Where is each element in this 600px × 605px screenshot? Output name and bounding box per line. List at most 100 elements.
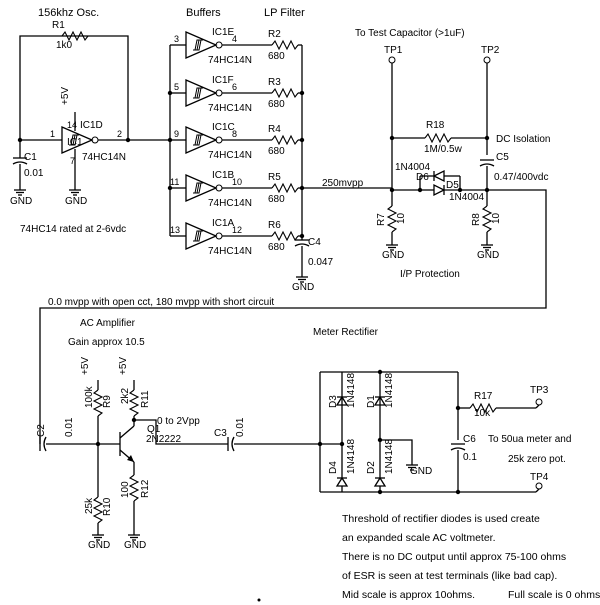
r12-value: 100 — [120, 481, 131, 498]
c5-ref: C5 — [496, 152, 509, 163]
ac-amplifier-title: AC Amplifier — [80, 318, 136, 329]
r1-ref: R1 — [52, 20, 65, 31]
c3-capacitor — [227, 436, 235, 452]
gnd-label: GND — [477, 250, 499, 261]
dc-isolation-label: DC Isolation — [496, 134, 550, 145]
pin-label: 10 — [232, 177, 242, 187]
meter-label: To 50ua meter and — [488, 434, 571, 445]
c2-value: 0.01 — [64, 417, 75, 437]
c6-ref: C6 — [463, 434, 476, 445]
pin-label: 6 — [232, 82, 237, 92]
r4-ref: R4 — [268, 124, 281, 135]
amplifier-section: AC Amplifier Gain approx 10.5 C2 0.01 +5… — [36, 318, 320, 551]
gnd-label: GND — [410, 466, 432, 477]
description-line: Full scale is 0 ohms — [508, 589, 600, 601]
d4-ref: D4 — [328, 461, 339, 474]
r8-resistor — [482, 205, 492, 233]
r9-resistor — [93, 389, 103, 417]
pin-label: 4 — [232, 34, 237, 44]
c4-capacitor — [294, 239, 310, 247]
description-line: an expanded scale AC voltmeter. — [342, 532, 496, 544]
d5-part: 1N4004 — [449, 192, 484, 203]
ic1b-ref: IC1B — [212, 170, 235, 181]
r17-value: 10k — [474, 408, 491, 419]
r12-resistor — [129, 474, 139, 502]
ic1d-ref: IC1D — [80, 120, 103, 131]
r7-resistor — [387, 205, 397, 233]
gnd-label: GND — [65, 196, 87, 207]
r3-resistor — [271, 88, 299, 98]
ic1f-ref: IC1F — [212, 75, 234, 86]
stray-dot — [257, 598, 261, 602]
gnd-symbol — [385, 239, 399, 251]
d2-diode — [374, 477, 386, 487]
c3-value: 0.01 — [235, 417, 246, 437]
c2-ref: C2 — [36, 424, 47, 437]
d5-diode — [433, 183, 446, 197]
d6-ref: D6 — [416, 172, 429, 183]
ip-protection-label: I/P Protection — [400, 269, 460, 280]
tp2-terminal[interactable] — [483, 56, 491, 64]
r9-ref: R9 — [102, 395, 113, 408]
d2-part: 1N4148 — [384, 439, 395, 474]
signal-level-label: 250mvpp — [322, 178, 364, 189]
open-short-note: 0.0 mvpp with open cct, 180 mvpp with sh… — [48, 297, 274, 308]
lp-filter-title: LP Filter — [264, 7, 305, 19]
description-line: Mid scale is approx 10ohms. — [342, 589, 475, 601]
ic1c-ref: IC1C — [212, 122, 235, 133]
r5-value: 680 — [268, 194, 285, 205]
meter-rectifier-title: Meter Rectifier — [313, 327, 379, 338]
c4-ref: C4 — [308, 237, 321, 248]
gnd-label: GND — [292, 282, 314, 293]
rectifier-section: Meter Rectifier D3 1N4148 D4 1N4148 GND … — [313, 327, 571, 495]
r10-resistor — [93, 496, 103, 524]
tp1-terminal[interactable] — [388, 56, 396, 64]
tp3-terminal[interactable] — [535, 398, 543, 406]
pin-label: 9 — [174, 129, 179, 139]
r1-value: 1k0 — [56, 40, 73, 51]
gnd-label: GND — [88, 540, 110, 551]
r11-ref: R11 — [140, 390, 151, 408]
r9-value: 100k — [84, 385, 95, 408]
ic1f-part: 74HC14N — [208, 103, 252, 114]
pin-label: 8 — [232, 129, 237, 139]
r7-ref: R7 — [376, 213, 387, 226]
c5-value: 0.47/400vdc — [494, 172, 549, 183]
q1-ref: Q1 — [147, 424, 161, 435]
pin-label: 14 — [67, 120, 77, 130]
vcc-label: +5V — [60, 87, 71, 105]
description-line: Threshold of rectifier diodes is used cr… — [342, 513, 540, 525]
d6-diode — [432, 169, 445, 183]
pin-label: 7 — [70, 156, 75, 166]
r10-value: 25k — [84, 497, 95, 514]
ic1b-part: 74HC14N — [208, 198, 252, 209]
r4-value: 680 — [268, 146, 285, 157]
r5-ref: R5 — [268, 172, 281, 183]
tp1-label: TP1 — [384, 45, 403, 56]
d2-ref: D2 — [366, 461, 377, 474]
r2-ref: R2 — [268, 29, 281, 40]
protection-section: To Test Capacitor (>1uF) TP1 TP2 R18 1M/… — [39, 28, 550, 440]
pin-label: 11 — [170, 177, 179, 187]
r12-ref: R12 — [140, 479, 151, 498]
d3-ref: D3 — [328, 395, 339, 408]
pin-label: 12 — [232, 225, 242, 235]
c2-capacitor — [39, 436, 47, 452]
r7-value: 10 — [396, 212, 407, 224]
test-capacitor-label: To Test Capacitor (>1uF) — [355, 28, 465, 39]
c6-value: 0.1 — [463, 452, 477, 463]
gnd-label: GND — [124, 540, 146, 551]
r8-value: 10 — [491, 212, 502, 224]
ic1a-part: 74HC14N — [208, 246, 252, 257]
d1-ref: D1 — [366, 395, 377, 408]
gnd-symbol — [480, 239, 494, 251]
description-line: of ESR is seen at test terminals (like b… — [342, 570, 557, 582]
ic1e-part: 74HC14N — [208, 55, 252, 66]
tp3-label: TP3 — [530, 385, 549, 396]
tp4-terminal[interactable] — [535, 482, 543, 490]
description-notes: Threshold of rectifier diodes is used cr… — [342, 513, 600, 601]
ic-rating-note: 74HC14 rated at 2-6vdc — [20, 224, 126, 235]
c4-value: 0.047 — [308, 257, 333, 268]
c1-ref: C1 — [24, 152, 37, 163]
zero-pot-label: 25k zero pot. — [508, 454, 566, 465]
